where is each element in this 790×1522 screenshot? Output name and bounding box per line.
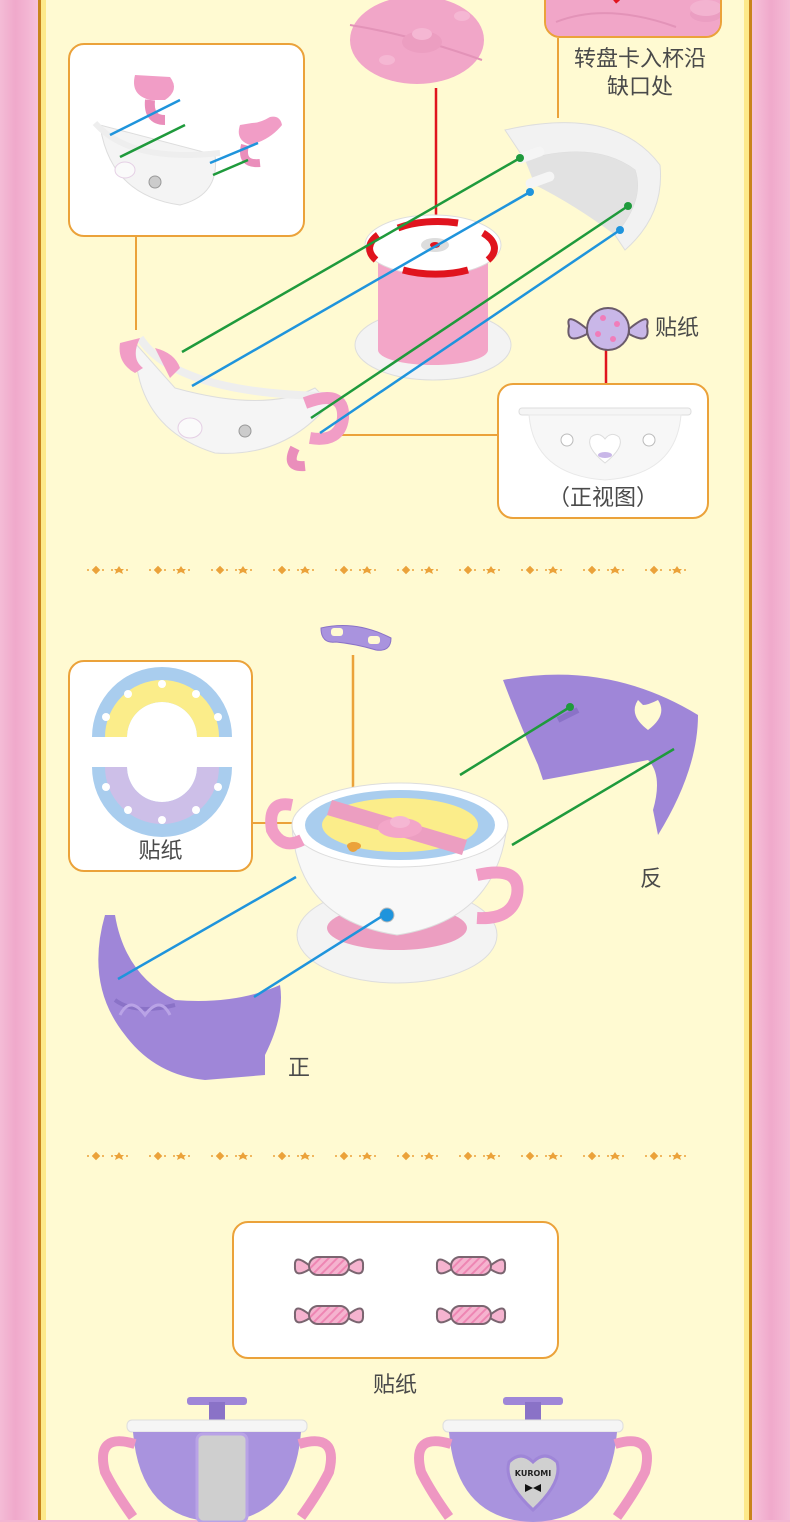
purple-key: [320, 625, 392, 651]
back-label: 反: [639, 867, 662, 892]
white-cup-half-back: [504, 122, 662, 251]
turntable-callout-text: 转盘卡入杯沿 缺口处: [560, 46, 720, 102]
candy-sticker-1: [293, 1256, 365, 1276]
disc-sticker-image: [92, 667, 232, 837]
handle-inset-box: [68, 43, 305, 237]
spinner-core: [354, 214, 512, 381]
candy-sticker-icon: [567, 307, 649, 351]
candy-stickers-grid: [293, 1256, 507, 1325]
candy-sticker-2: [435, 1256, 507, 1276]
cup-back-side: KUROMI: [414, 1397, 652, 1522]
pink-turntable-disc: [349, 0, 484, 84]
cup-front-side: [98, 1397, 336, 1522]
callout-line-1: 转盘卡入杯沿: [573, 47, 706, 72]
callout-line-2: 缺口处: [606, 75, 673, 100]
front-view-box: （正视图）: [497, 383, 709, 519]
candy-sticker-3: [293, 1305, 365, 1325]
disc-sticker-box: 贴纸: [68, 660, 253, 872]
right-pink-stripe: [752, 0, 790, 1520]
front-view-caption: （正视图）: [547, 486, 658, 511]
turntable-detail-box: [544, 0, 722, 38]
finished-cups: KUROMI: [98, 1397, 652, 1522]
disc-sticker-label: 贴纸: [138, 839, 183, 864]
candy-stickers-box: [232, 1221, 559, 1359]
turntable-detail-image: [546, 0, 720, 36]
handle-assembly-image: [92, 75, 282, 206]
front-label: 正: [287, 1056, 310, 1081]
sticker-label-1: 贴纸: [655, 316, 700, 341]
purple-shell-front: [98, 915, 281, 1080]
white-cup-half-front: [119, 335, 350, 472]
decorative-dotted-divider-2: [86, 1149, 706, 1163]
cup-front-view-image: [518, 407, 692, 481]
candy-sticker-4: [435, 1305, 507, 1325]
kuromi-badge: KUROMI: [515, 1469, 551, 1478]
decorative-dotted-divider: [86, 563, 706, 577]
left-pink-stripe: [0, 0, 38, 1520]
candy-stickers-label: 贴纸: [372, 1373, 417, 1398]
